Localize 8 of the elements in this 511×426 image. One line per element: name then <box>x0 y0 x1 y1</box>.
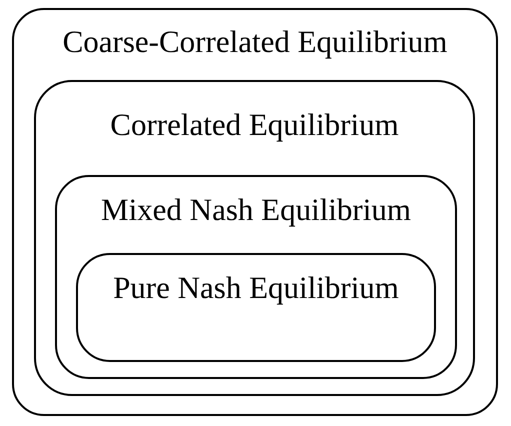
set-label: Correlated Equilibrium <box>110 109 399 140</box>
set-label: Coarse-Correlated Equilibrium <box>62 26 448 57</box>
set-label: Mixed Nash Equilibrium <box>101 194 411 225</box>
rounded-box <box>12 8 498 416</box>
set-label: Pure Nash Equilibrium <box>113 272 399 303</box>
rounded-box <box>34 80 475 396</box>
rounded-box <box>55 175 457 379</box>
rounded-box <box>76 253 436 362</box>
